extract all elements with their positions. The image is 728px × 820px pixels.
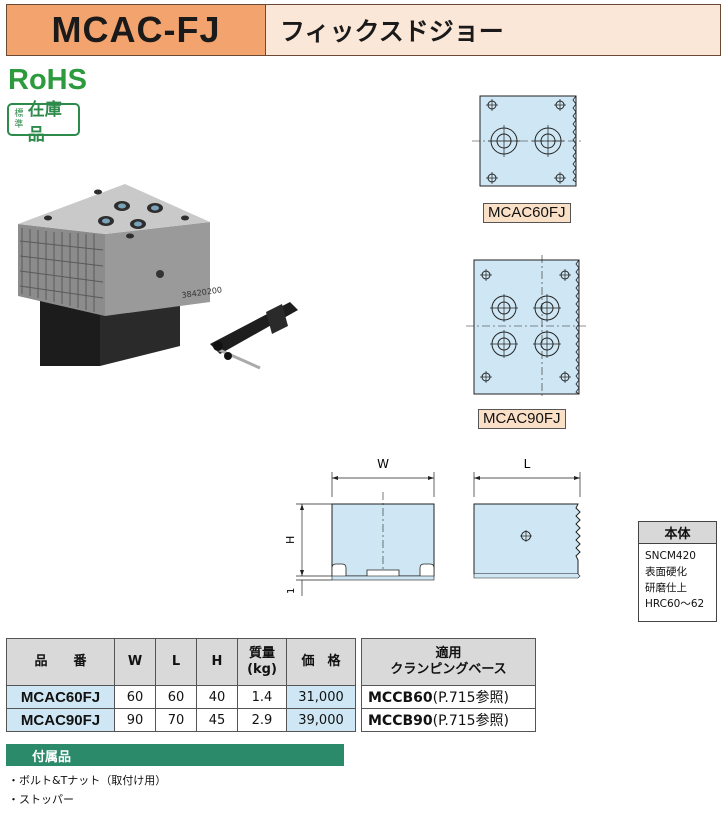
stock-small-1: 標 [14, 108, 24, 119]
standard-stock-badge: 標 準 在庫品 [7, 100, 80, 145]
cell-base-ref: (P.715参照) [432, 713, 509, 729]
mcac60fj-top-view [472, 95, 584, 187]
product-photo: 38420200 [18, 184, 298, 370]
dim-1-label: 1 [286, 588, 297, 594]
table-row: MCAC60FJ 60 60 40 1.4 31,000 MCCB60(P.71… [6, 685, 536, 709]
cell-l: 70 [155, 708, 197, 732]
cell-h: 45 [196, 708, 238, 732]
label-mcac90fj: MCAC90FJ [478, 409, 566, 429]
side-view-drawing: L [473, 457, 581, 579]
front-view-drawing: W H 1 [284, 457, 435, 596]
material-line: HRC60～62 [645, 598, 705, 610]
spec-table: 品 番 W L H 質量 (kg) 価 格 適用 クランピングベース MCAC6… [6, 638, 536, 732]
product-title: フィックスドジョー [266, 4, 721, 56]
stock-small-2: 準 [14, 119, 24, 130]
col-base-line1: 適用 [435, 646, 462, 661]
material-line: SNCM420 [645, 550, 696, 562]
cell-base-ref: (P.715参照) [432, 690, 509, 706]
cell-l: 60 [155, 685, 197, 709]
label-mcac60fj: MCAC60FJ [483, 203, 571, 223]
cell-w: 60 [114, 685, 156, 709]
col-w: W [114, 638, 156, 686]
accessory-item: ・ボルト&Tナット（取付け用） [8, 774, 167, 787]
cell-mass: 2.9 [237, 708, 287, 732]
col-price: 価 格 [286, 638, 356, 686]
col-mass: 質量 (kg) [237, 638, 287, 686]
cell-part: MCAC90FJ [6, 708, 115, 732]
material-spec-box: 本体 SNCM420 表面硬化 研磨仕上 HRC60～62 [638, 521, 717, 622]
cell-base-model: MCCB90 [368, 713, 433, 729]
cell-base-model: MCCB60 [368, 690, 433, 706]
col-l: L [155, 638, 197, 686]
stock-label: 在庫品 [27, 99, 62, 145]
col-mass-line2: (kg) [247, 662, 277, 677]
col-base: 適用 クランピングベース [361, 638, 536, 686]
material-line: 研磨仕上 [645, 582, 687, 594]
col-base-line2: クランピングベース [390, 662, 507, 677]
cell-price: 31,000 [286, 685, 356, 709]
material-header: 本体 [639, 522, 716, 544]
cell-base: MCCB90(P.715参照) [361, 708, 536, 732]
rohs-logo: RoHS [8, 64, 87, 96]
cell-w: 90 [114, 708, 156, 732]
model-title: MCAC-FJ [6, 4, 266, 56]
table-row: MCAC90FJ 90 70 45 2.9 39,000 MCCB90(P.71… [6, 708, 536, 732]
dim-h-label: H [284, 536, 297, 544]
mcac90fj-top-view [466, 255, 587, 398]
cell-price: 39,000 [286, 708, 356, 732]
cell-base: MCCB60(P.715参照) [361, 685, 536, 709]
col-h: H [196, 638, 238, 686]
cell-part: MCAC60FJ [6, 685, 115, 709]
material-line: 表面硬化 [645, 566, 687, 578]
dim-l-label: L [524, 457, 531, 471]
accessories-header: 付属品 [6, 744, 344, 766]
cell-mass: 1.4 [237, 685, 287, 709]
dim-w-label: W [377, 457, 389, 471]
accessory-item: ・ストッパー [8, 793, 74, 806]
cell-h: 40 [196, 685, 238, 709]
col-mass-line1: 質量 [248, 646, 275, 661]
col-part: 品 番 [6, 638, 115, 686]
